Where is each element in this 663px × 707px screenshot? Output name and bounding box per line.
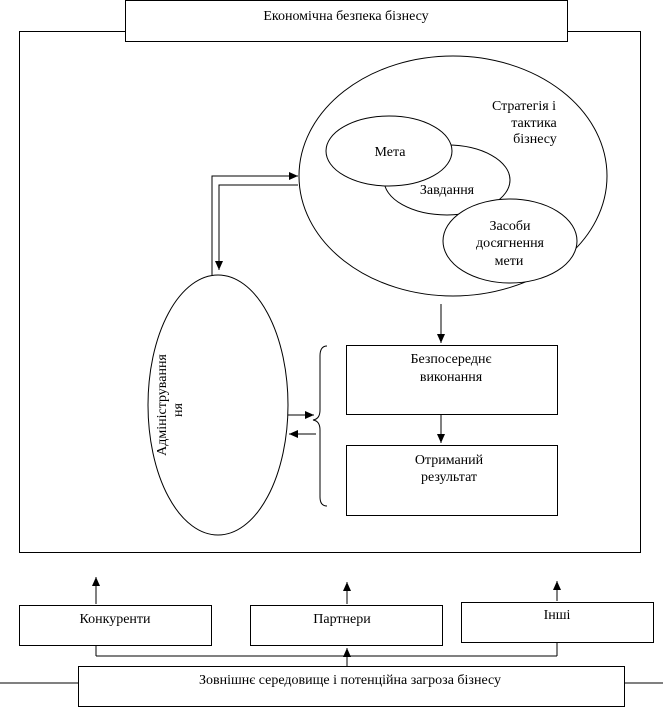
strategy-label-2: тактика — [511, 116, 557, 131]
result-text-1: Отриманий — [415, 453, 484, 468]
strategy-label-3: бізнесу — [513, 132, 557, 147]
administration-text-1: Адміністрування — [155, 354, 170, 456]
competitors-text: Конкуренти — [79, 612, 151, 627]
tasks-text: Завдання — [420, 183, 475, 198]
competitors-box — [19, 605, 212, 646]
means-text-1: Засоби — [489, 219, 531, 234]
strategy-to-admin-arrow — [215, 184, 298, 270]
execution-text-2: виконання — [420, 370, 483, 385]
strategy-label-1: Стратегія і — [492, 99, 556, 114]
environment-box — [78, 666, 625, 707]
others-box — [461, 602, 654, 643]
brace — [312, 345, 328, 507]
admin-to-strategy-arrow — [211, 172, 298, 275]
result-box — [346, 445, 558, 516]
administration-ellipse — [147, 274, 289, 536]
means-text-3: мети — [495, 254, 524, 269]
execution-text-1: Безпосереднє — [410, 352, 491, 367]
partners-box — [250, 605, 443, 646]
goal-text: Мета — [375, 145, 407, 160]
title-text: Економічна безпека бізнесу — [263, 9, 428, 24]
execution-box — [346, 345, 558, 415]
title-box — [125, 0, 568, 42]
goal-ellipse — [325, 115, 453, 187]
partners-text: Партнери — [313, 612, 371, 627]
environment-text: Зовнішнє середовище і потенційна загроза… — [199, 673, 501, 688]
result-text-2: результат — [421, 470, 477, 485]
administration-text-2: ня — [171, 402, 186, 416]
others-text: Інші — [544, 608, 571, 623]
means-ellipse — [442, 198, 578, 284]
means-text-2: досягнення — [476, 236, 545, 251]
strategy-ellipse — [298, 55, 608, 297]
